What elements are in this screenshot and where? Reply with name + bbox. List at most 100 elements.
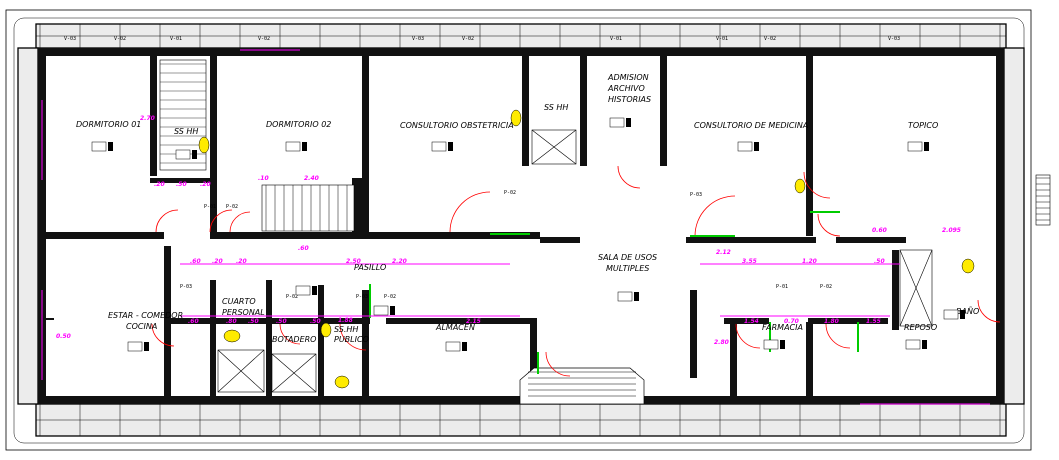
dim-label: .60: [298, 245, 309, 252]
dim-label: 1.88: [338, 317, 353, 324]
room-reposo: REPOSO: [904, 323, 937, 332]
door-swing: [977, 299, 1001, 323]
room-pasillo: PASILLO: [354, 263, 386, 272]
door-swing: [817, 213, 841, 237]
door-tag: P-02: [820, 284, 832, 290]
right-entry: [1035, 174, 1051, 226]
dim-label: .20: [236, 258, 247, 265]
dim-label: .50: [248, 318, 259, 325]
room-stamp: [445, 341, 461, 352]
door-tag: P-02: [504, 190, 516, 196]
room-stamp-mark: [754, 142, 759, 151]
window-tag: V-02: [114, 36, 126, 42]
room-stamp: [609, 117, 625, 128]
room-ss-hh-2: SS HH: [544, 103, 568, 112]
dim-label: 1.20: [802, 258, 817, 265]
dim-label: .50: [176, 181, 187, 188]
door-tag: P-01: [204, 204, 216, 210]
room-stamp-mark: [924, 142, 929, 151]
door-arcs: [151, 165, 1001, 377]
room-stamp: [617, 291, 633, 302]
room-stamp: [91, 141, 107, 152]
room-historias: HISTORIAS: [608, 95, 651, 104]
glass-panels: [369, 211, 859, 374]
room-stamp-mark: [922, 340, 927, 349]
dim-label: 2.70: [140, 115, 155, 122]
room-farmacia: FARMACIA: [762, 323, 803, 332]
room-sala-multiples: MULTIPLES: [606, 264, 649, 273]
room-archivo: ARCHIVO: [607, 84, 645, 93]
room-stamp-mark: [448, 142, 453, 151]
dim-label: .20: [154, 181, 165, 188]
room-stamp-mark: [144, 342, 149, 351]
bottom-window-band: [35, 403, 1007, 437]
door-swing: [229, 211, 251, 233]
dim-label: 3.55: [742, 258, 757, 265]
dim-label: 0.70: [784, 318, 799, 325]
room-stamps: [91, 117, 965, 352]
room-stamp-mark: [634, 292, 639, 301]
door-swing: [151, 323, 175, 347]
room-stamp: [943, 309, 959, 320]
door-tag: P-03: [690, 192, 702, 198]
shaft-cuarto: [217, 349, 265, 393]
magenta-guides: [41, 49, 990, 405]
door-tag: P-03: [356, 294, 368, 300]
room-cocina: COCINA: [126, 322, 157, 331]
room-almacen: ALMACEN: [435, 323, 475, 332]
door-swing: [279, 323, 301, 345]
window-tag: V-02: [258, 36, 270, 42]
right-window-band: [1003, 47, 1025, 405]
dimension-labels: 2.70 .20 .50 .20 .10 2.40 .60 .20 .20 2.…: [56, 115, 961, 346]
door-swing: [339, 323, 367, 351]
window-tag: V-01: [610, 36, 622, 42]
room-publico: PUBLICO: [334, 335, 369, 344]
room-stamp-mark: [626, 118, 631, 127]
entrance-steps: [519, 367, 645, 405]
shaft-bano: [899, 249, 933, 327]
dim-label: 1.54: [744, 318, 759, 325]
room-stamp: [295, 285, 311, 296]
door-swing: [694, 195, 736, 237]
shaft-ss-hh-north: [531, 129, 577, 165]
window-tag: V-03: [412, 36, 424, 42]
door-swing: [155, 209, 179, 233]
top-window-band: [35, 23, 1007, 49]
dim-label: .60: [190, 258, 201, 265]
dim-label: 2.20: [392, 258, 407, 265]
dim-label: 0.50: [56, 333, 71, 340]
dim-label: .50: [276, 318, 287, 325]
dim-label: 1.55: [866, 318, 881, 325]
room-bano: BAÑO: [956, 306, 979, 316]
room-labels: DORMITORIO 01 DORMITORIO 02 CONSULTORIO …: [76, 73, 979, 344]
dim-label: .50: [310, 318, 321, 325]
dim-label: .80: [226, 318, 237, 325]
door-tag: P-02: [226, 204, 238, 210]
sanitary-fixtures: [198, 109, 975, 389]
shaft-botadero: [271, 353, 317, 393]
room-stamp: [905, 339, 921, 350]
window-tag: V-01: [716, 36, 728, 42]
room-personal: PERSONAL: [222, 308, 265, 317]
room-stamp-mark: [192, 150, 197, 159]
door-swing: [617, 165, 641, 189]
dim-label: 2.40: [304, 175, 319, 182]
room-ss-hh-1: SS HH: [174, 127, 198, 136]
room-stamp: [763, 339, 779, 350]
room-stamp-mark: [462, 342, 467, 351]
dim-label: .20: [200, 181, 211, 188]
room-stamp: [127, 341, 143, 352]
dim-label: .20: [212, 258, 223, 265]
room-stamp: [373, 305, 389, 316]
sheet-frame: [5, 9, 1032, 451]
room-cuarto: CUARTO: [222, 297, 256, 306]
room-stamp-mark: [390, 306, 395, 315]
dim-label: 2.15: [466, 318, 481, 325]
stairs-main: [261, 184, 355, 232]
door-tag: P-03: [180, 284, 192, 290]
dim-label: 1.80: [824, 318, 839, 325]
dim-label: 2.80: [714, 339, 729, 346]
